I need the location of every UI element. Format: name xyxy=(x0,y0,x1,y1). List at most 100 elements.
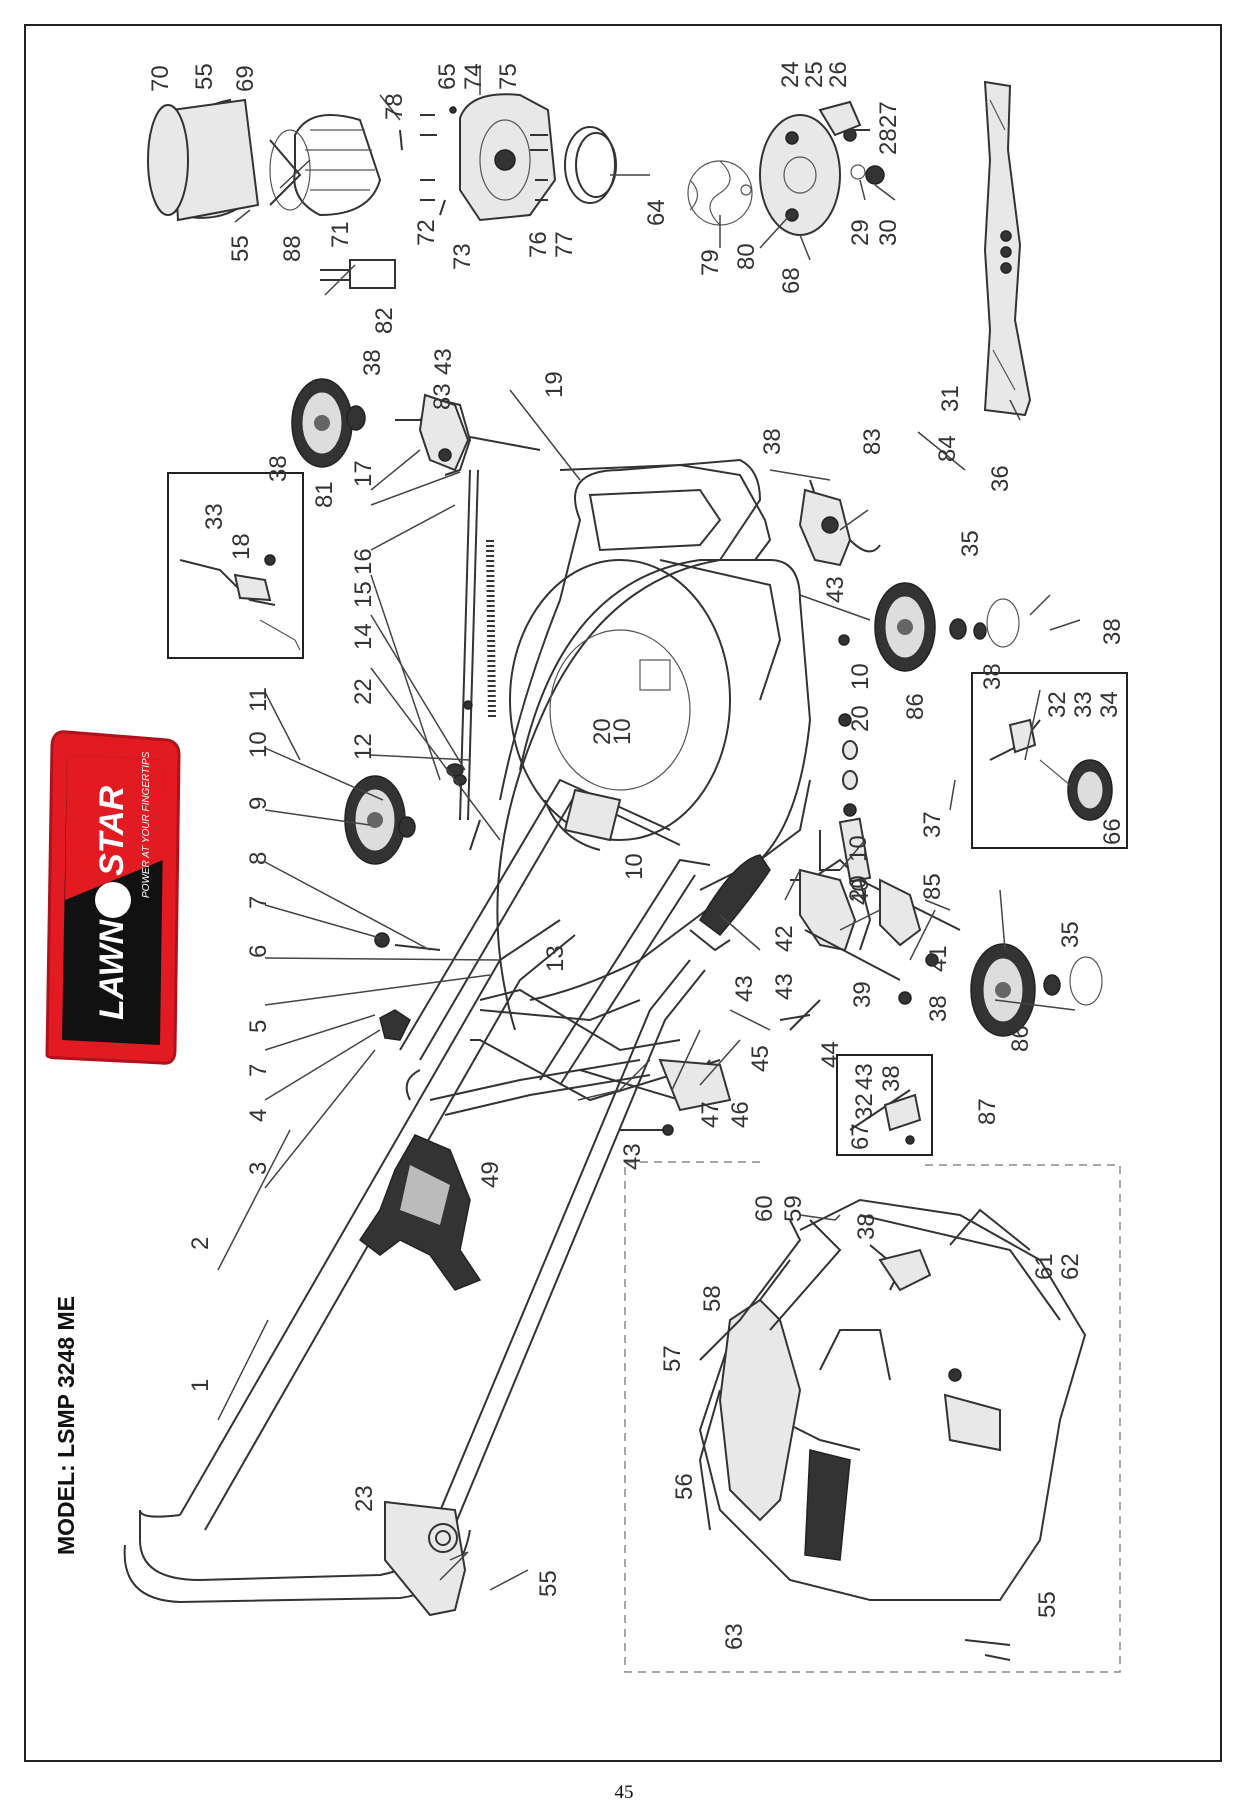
callout-83a: 83 xyxy=(429,383,456,410)
inset-box-32-67-43-38 xyxy=(836,1054,933,1156)
callout-81: 81 xyxy=(311,481,338,508)
callout-18: 18 xyxy=(228,533,255,560)
callout-76: 76 xyxy=(525,231,552,258)
callout-8: 8 xyxy=(245,852,272,865)
callout-2: 2 xyxy=(187,1237,214,1250)
callout-85: 85 xyxy=(919,873,946,900)
callout-37: 37 xyxy=(919,811,946,838)
callout-29: 29 xyxy=(847,219,874,246)
callout-9: 9 xyxy=(245,797,272,810)
callout-77: 77 xyxy=(551,231,578,258)
small-hardware xyxy=(374,634,939,1136)
callout-7b: 7 xyxy=(245,896,272,909)
callout-34: 34 xyxy=(1096,691,1123,718)
blade-adapter xyxy=(687,100,885,236)
callout-1: 1 xyxy=(187,1379,214,1392)
callout-87: 87 xyxy=(974,1098,1001,1125)
svg-text:10: 10 xyxy=(609,718,636,745)
callout-69: 69 xyxy=(232,65,259,92)
logo-tagline: POWER AT YOUR FINGERTIPS xyxy=(141,751,152,898)
callout-32a: 32 xyxy=(1044,691,1071,718)
callout-5: 5 xyxy=(245,1020,272,1033)
callout-20a: 20 xyxy=(847,705,874,732)
callout-33a: 33 xyxy=(201,503,228,530)
callout-61: 61 xyxy=(1031,1253,1058,1280)
callout-13: 13 xyxy=(542,945,569,972)
mower-deck: 20 10 xyxy=(496,458,812,1031)
callout-43b: 43 xyxy=(822,576,849,603)
callout-39: 39 xyxy=(849,981,876,1008)
callout-63: 63 xyxy=(721,1623,748,1650)
part-49-clip xyxy=(358,1134,482,1291)
callout-47: 47 xyxy=(697,1101,724,1128)
callout-73: 73 xyxy=(449,243,476,270)
callout-58: 58 xyxy=(699,1285,726,1312)
callout-38f: 38 xyxy=(878,1065,905,1092)
callout-28: 28 xyxy=(875,128,902,155)
callout-38h: 38 xyxy=(1099,618,1126,645)
callout-38b: 38 xyxy=(359,349,386,376)
callout-17: 17 xyxy=(350,460,377,487)
callout-71: 71 xyxy=(327,221,354,248)
callout-40: 40 xyxy=(847,878,874,905)
callout-20b: 20 xyxy=(845,875,872,902)
motor-assembly xyxy=(147,93,618,289)
callout-49: 49 xyxy=(477,1161,504,1188)
callout-35a: 35 xyxy=(957,530,984,557)
callout-46: 46 xyxy=(727,1101,754,1128)
grass-catcher xyxy=(624,1161,1121,1673)
callout-55b: 55 xyxy=(227,235,254,262)
callout-43d: 43 xyxy=(619,1143,646,1170)
callout-55c: 55 xyxy=(535,1570,562,1597)
callout-88: 88 xyxy=(279,235,306,262)
svg-text:20: 20 xyxy=(589,718,616,745)
logo-word-lawn: LAWN xyxy=(93,918,131,1020)
callout-83b: 83 xyxy=(859,428,886,455)
page-border xyxy=(24,24,1222,1762)
callout-41: 41 xyxy=(925,945,952,972)
callout-38a: 38 xyxy=(265,455,292,482)
callout-59: 59 xyxy=(780,1195,807,1222)
wheel-81 xyxy=(291,378,366,468)
callout-30: 30 xyxy=(875,219,902,246)
callout-6: 6 xyxy=(245,945,272,958)
wheel-11 xyxy=(344,775,416,865)
callout-14: 14 xyxy=(350,623,377,650)
callout-79: 79 xyxy=(697,249,724,276)
spring-rod xyxy=(459,469,496,851)
callout-86b: 86 xyxy=(1007,1025,1034,1052)
callout-70: 70 xyxy=(147,65,174,92)
callout-25: 25 xyxy=(801,61,828,88)
callout-42: 42 xyxy=(771,925,798,952)
model-title: MODEL: LSMP 3248 ME xyxy=(53,1296,79,1555)
callout-55d: 55 xyxy=(1034,1591,1061,1618)
inset-box-33-18-38 xyxy=(167,472,304,659)
callout-10a: 10 xyxy=(245,731,272,758)
callout-74: 74 xyxy=(460,63,487,90)
callout-43f: 43 xyxy=(771,973,798,1000)
logo-word-star: STAR xyxy=(93,786,131,876)
callout-27: 27 xyxy=(875,101,902,128)
blade-31 xyxy=(983,80,1032,417)
callout-43a: 43 xyxy=(430,348,457,375)
callout-10d: 10 xyxy=(621,853,648,880)
inset-box-32-33-34 xyxy=(971,672,1128,849)
callout-33b: 33 xyxy=(1070,691,1097,718)
callout-67: 67 xyxy=(847,1123,874,1150)
callout-19: 19 xyxy=(541,371,568,398)
callout-86a: 86 xyxy=(902,693,929,720)
callout-4: 4 xyxy=(245,1109,272,1122)
leader-lines xyxy=(217,65,1081,1591)
callout-56: 56 xyxy=(671,1473,698,1500)
callout-55a: 55 xyxy=(191,63,218,90)
callout-62: 62 xyxy=(1057,1253,1084,1280)
callout-35b: 35 xyxy=(1057,921,1084,948)
callout-12: 12 xyxy=(350,733,377,760)
page-number: 45 xyxy=(614,1782,634,1803)
callout-84: 84 xyxy=(934,435,961,462)
height-adjuster xyxy=(689,854,771,952)
callout-64: 64 xyxy=(643,199,670,226)
callout-43c: 43 xyxy=(731,975,758,1002)
callout-44: 44 xyxy=(817,1041,844,1068)
